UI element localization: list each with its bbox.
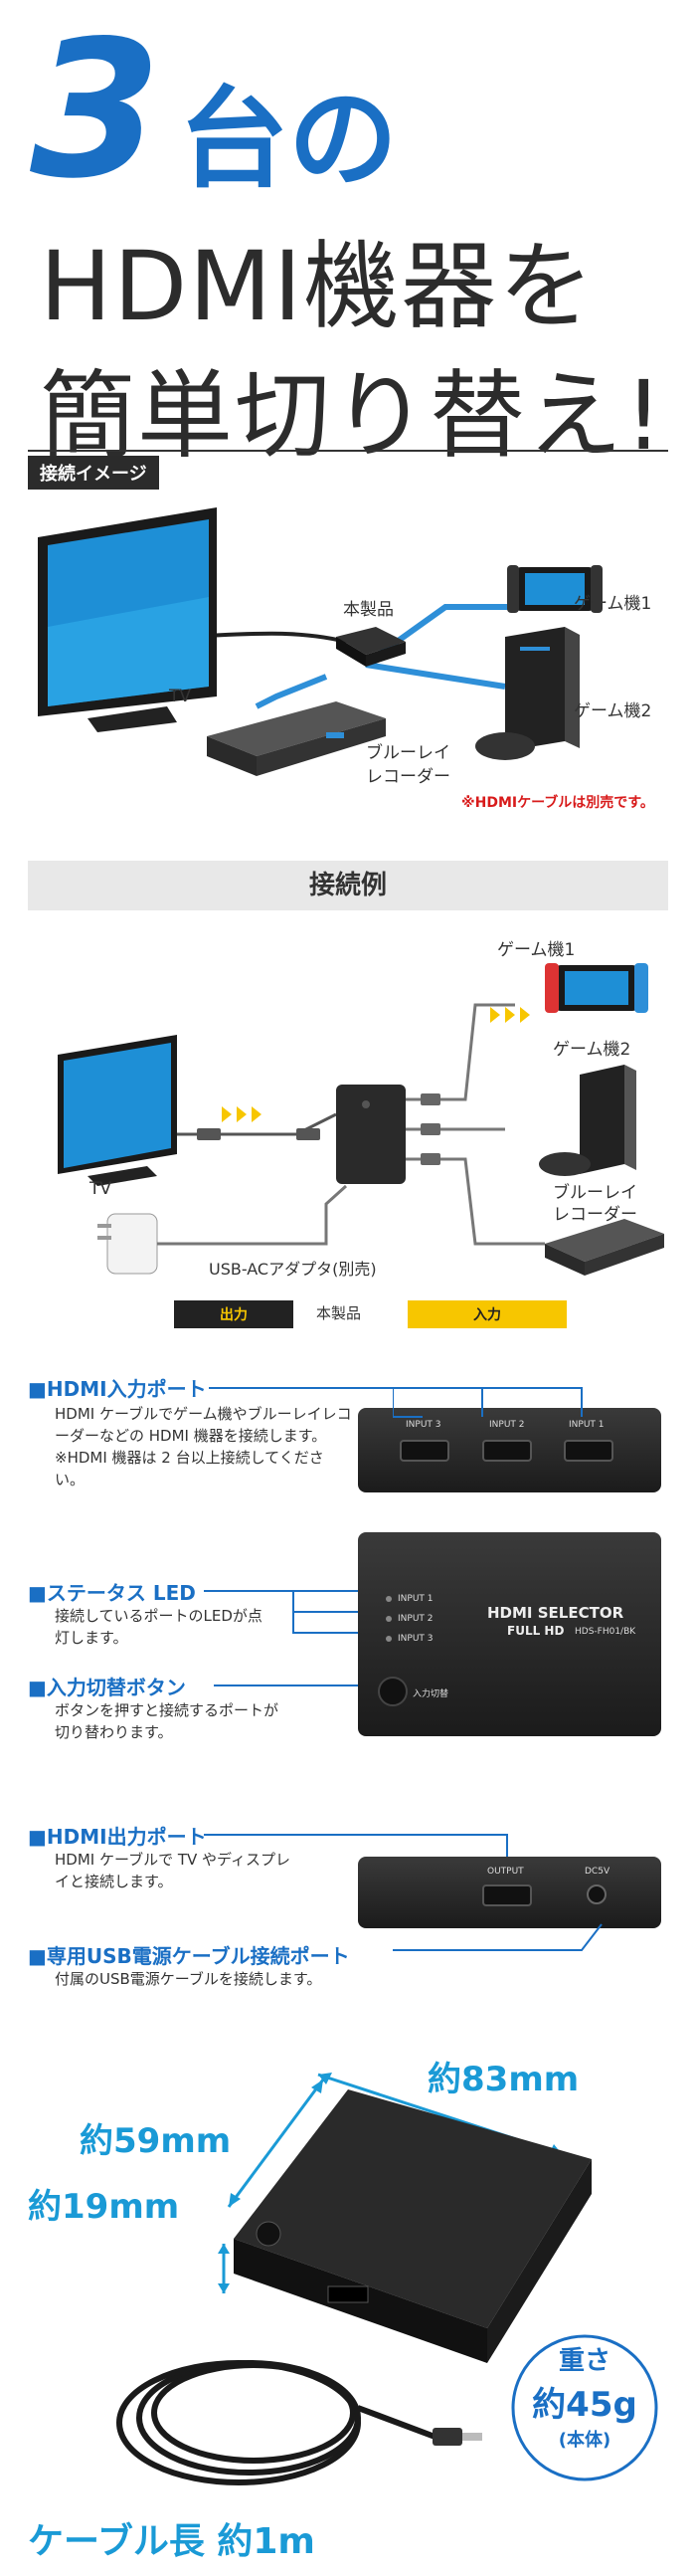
output-label: OUTPUT bbox=[487, 1867, 524, 1877]
hdmi-input-panel: INPUT 3 INPUT 2 INPUT 1 bbox=[358, 1408, 661, 1492]
led-1-label: INPUT 1 bbox=[398, 1594, 434, 1604]
usb-power-leader bbox=[393, 1923, 603, 1951]
image-game2-label: ゲーム機2 bbox=[574, 701, 652, 721]
product-illustration bbox=[336, 627, 406, 667]
hdmi-output-port bbox=[482, 1884, 532, 1906]
example-tv-label: TV bbox=[89, 1179, 112, 1199]
image-tv-label: TV bbox=[169, 687, 192, 706]
led-2 bbox=[386, 1616, 392, 1622]
hdmi-output-leader bbox=[204, 1834, 508, 1867]
headline-line2: HDMI機器を bbox=[40, 231, 597, 342]
hdmi-input-port-3 bbox=[400, 1440, 449, 1462]
weight-note: (本体) bbox=[558, 2430, 611, 2451]
output-arrows bbox=[222, 1106, 261, 1122]
example-bluray-label: ブルーレイ レコーダー bbox=[553, 1183, 637, 1225]
switch-button-desc: ボタンを押すと接続するポートが切り替わります。 bbox=[55, 1701, 279, 1741]
output-pill: 出力 bbox=[174, 1300, 293, 1328]
usb-power-port-desc: 付属のUSB電源ケーブルを接続します。 bbox=[55, 1970, 322, 1988]
status-led-title: ■ステータス LED bbox=[28, 1581, 196, 1605]
weight-value: 約45g bbox=[532, 2385, 637, 2425]
image-bluray-label: ブルーレイ レコーダー bbox=[366, 743, 450, 787]
image-product-label: 本製品 bbox=[343, 600, 394, 620]
input-pill: 入力 bbox=[408, 1300, 567, 1328]
hdmi-output-title: ■HDMI出力ポート bbox=[28, 1825, 207, 1849]
bluray-recorder-illustration bbox=[207, 701, 386, 776]
led-3-label: INPUT 3 bbox=[398, 1634, 434, 1644]
hdmi-input-port-2 bbox=[482, 1440, 532, 1462]
led-1 bbox=[386, 1596, 392, 1602]
headline-line1-rest: 台の bbox=[179, 76, 398, 203]
input1-label: INPUT 1 bbox=[569, 1420, 605, 1430]
dc-port bbox=[587, 1884, 607, 1904]
example-bluray bbox=[545, 1219, 664, 1276]
input2-label: INPUT 2 bbox=[489, 1420, 525, 1430]
hdmi-input-desc: HDMI ケーブルでゲーム機やブルーレイレコーダーなどの HDMI 機器を接続し… bbox=[55, 1405, 352, 1488]
example-tv bbox=[58, 1035, 177, 1186]
switch-button-title: ■入力切替ボタン bbox=[28, 1676, 186, 1699]
usb-ac-adapter bbox=[97, 1184, 348, 1275]
connection-example-title: 接続例 bbox=[28, 861, 668, 910]
example-game1-label: ゲーム機1 bbox=[497, 940, 576, 960]
connection-example-diagram bbox=[58, 963, 664, 1276]
input3-label: INPUT 3 bbox=[406, 1420, 441, 1430]
dimension-arrows bbox=[218, 2073, 563, 2293]
headline-block: 3 台の HDMI機器を 簡単切り替え! bbox=[30, 0, 676, 472]
full-hd-label: FULL HD bbox=[507, 1624, 565, 1638]
hdmi-input-leader bbox=[209, 1387, 582, 1389]
dc-label: DC5V bbox=[585, 1867, 610, 1877]
input-switch-button[interactable] bbox=[378, 1677, 408, 1706]
weight-label: 重さ bbox=[558, 2346, 610, 2376]
tv-illustration bbox=[38, 507, 217, 732]
example-game-console-2 bbox=[539, 1065, 636, 1176]
led-3 bbox=[386, 1636, 392, 1642]
cable-sold-separately-note: ※HDMIケーブルは別売です。 bbox=[461, 795, 654, 811]
section-tag-connection-image: 接続イメージ bbox=[28, 456, 159, 490]
brand-line: HDMI SELECTOR bbox=[487, 1604, 624, 1622]
weight-badge: 重さ 約45g (本体) bbox=[515, 2340, 654, 2452]
example-game2-label: ゲーム機2 bbox=[553, 1040, 631, 1060]
input-arrows bbox=[490, 1007, 530, 1023]
connection-image-diagram bbox=[38, 507, 603, 776]
dimension-depth: 約59mm bbox=[80, 2121, 232, 2161]
usb-cable-coil bbox=[116, 2360, 439, 2485]
dimensions-product-illustration bbox=[116, 2073, 658, 2485]
cable-length: ケーブル長 約1m bbox=[28, 2521, 315, 2562]
status-led-desc: 接続しているポートのLEDが点灯します。 bbox=[55, 1607, 262, 1647]
dimension-width: 約83mm bbox=[428, 2060, 580, 2099]
image-game1-label: ゲーム機1 bbox=[574, 594, 652, 614]
connection-cables bbox=[166, 604, 515, 709]
hdmi-input-leader-drops bbox=[393, 1387, 583, 1418]
game-console-1-illustration bbox=[507, 565, 603, 613]
headline-number: 3 bbox=[30, 0, 162, 220]
hdmi-output-desc: HDMI ケーブルで TV やディスプレイと接続します。 bbox=[55, 1851, 290, 1890]
game-console-2-illustration bbox=[475, 627, 580, 760]
model-number: HDS-FH01/BK bbox=[575, 1627, 636, 1637]
headline-line3: 簡単切り替え! bbox=[40, 360, 665, 472]
hdmi-output-panel: OUTPUT DC5V bbox=[358, 1857, 661, 1928]
usb-adapter-label: USB-ACアダプタ(別売) bbox=[209, 1260, 377, 1279]
product-top-panel: INPUT 1 INPUT 2 INPUT 3 HDMI SELECTOR FU… bbox=[358, 1532, 661, 1736]
example-game-console-1 bbox=[545, 963, 648, 1013]
example-product bbox=[336, 1085, 406, 1184]
usb-power-port-title: ■専用USB電源ケーブル接続ポート bbox=[28, 1944, 350, 1968]
input-cables bbox=[406, 1003, 545, 1246]
hdmi-input-port-1 bbox=[564, 1440, 613, 1462]
headline-divider bbox=[28, 450, 668, 452]
led-2-label: INPUT 2 bbox=[398, 1614, 434, 1624]
example-product-label: 本製品 bbox=[316, 1304, 362, 1322]
input-switch-label: 入力切替 bbox=[413, 1689, 449, 1699]
dimension-height: 約19mm bbox=[28, 2187, 180, 2227]
headline-line1: 3 台の bbox=[30, 0, 676, 220]
hdmi-input-title: ■HDMI入力ポート bbox=[28, 1377, 207, 1401]
